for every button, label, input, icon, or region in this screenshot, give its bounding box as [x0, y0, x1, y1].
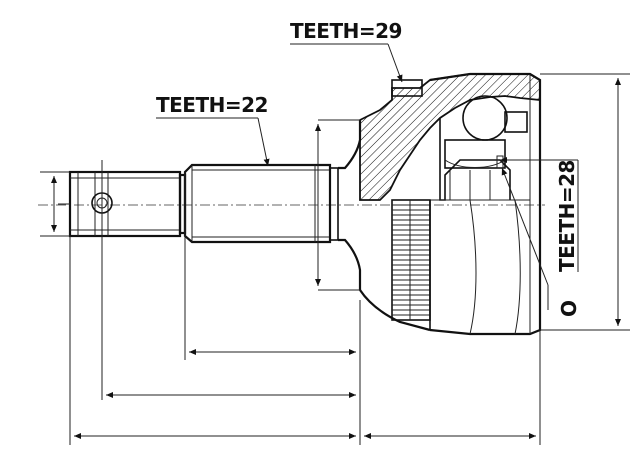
teeth29-callout — [290, 43, 403, 83]
teeth28-callout — [500, 157, 579, 272]
teeth22-callout — [156, 117, 270, 167]
seal-callout — [501, 167, 549, 310]
joint-neck-top — [338, 120, 362, 170]
teeth22-label: TEETH=22 — [156, 93, 268, 117]
outer-housing — [359, 72, 542, 336]
flange-dimension — [315, 119, 360, 291]
abs-tone-ring — [391, 199, 431, 321]
outer-diameter-dimension — [540, 73, 630, 331]
seal-label: O — [557, 300, 581, 317]
splined-shaft — [178, 163, 339, 360]
teeth28-label: TEETH=28 — [555, 160, 579, 272]
teeth29-label: TEETH=29 — [290, 19, 402, 43]
stub-diameter-dimension — [40, 171, 70, 237]
joint-neck-bottom — [338, 238, 362, 290]
cotter-pin-hole — [91, 160, 113, 400]
inner-race-and-ball — [429, 95, 530, 335]
shaft-end-stub — [68, 170, 182, 238]
horizontal-dimensions — [69, 236, 541, 445]
